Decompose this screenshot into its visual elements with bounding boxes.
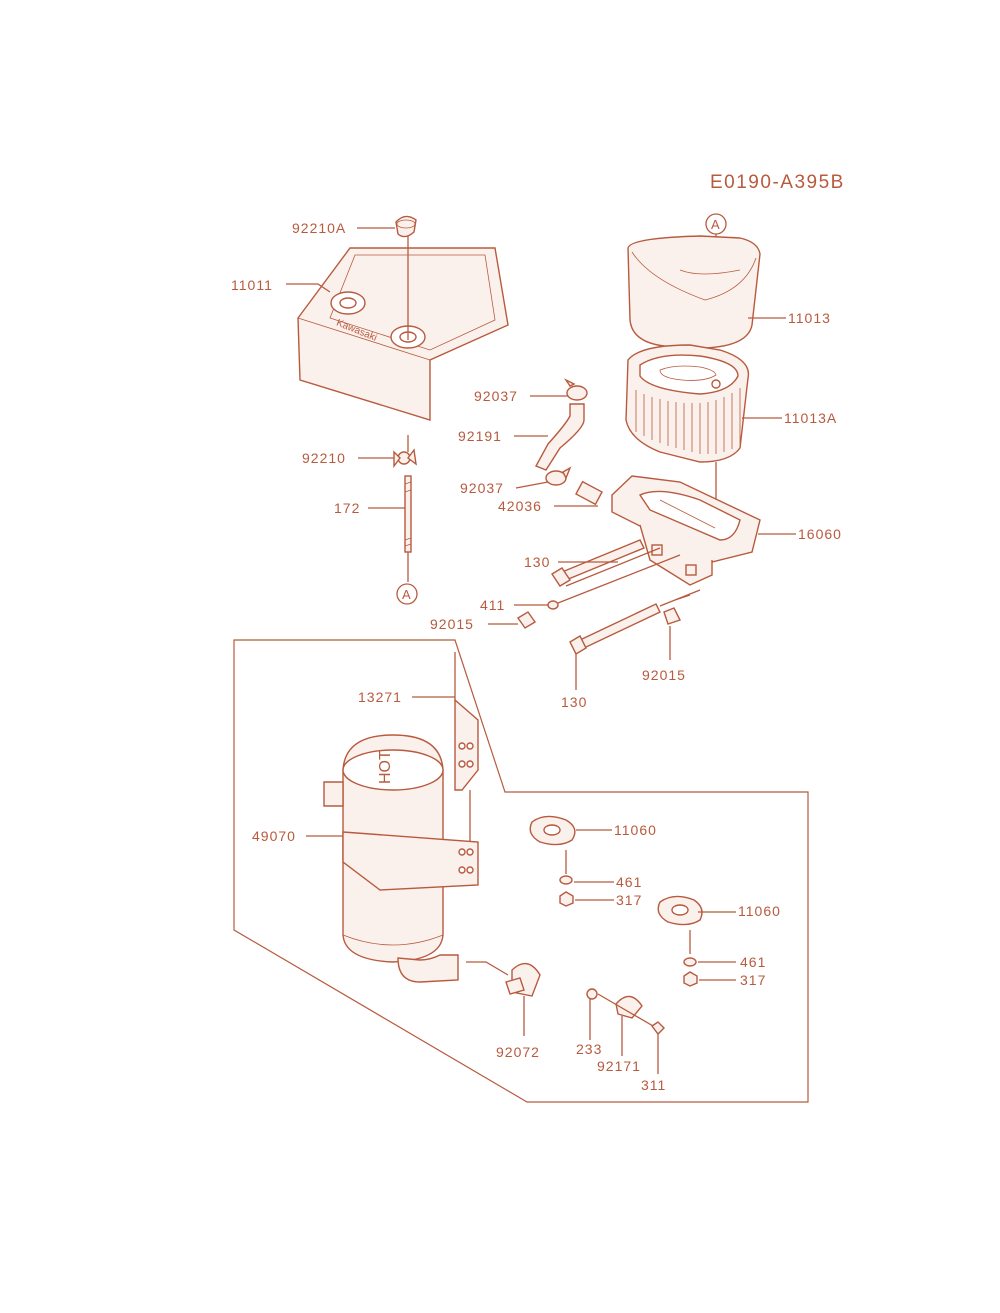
label-92037-top: 92037 <box>474 388 518 404</box>
ref-marker-left: A <box>396 583 418 605</box>
diagram-code: E0190-A395B <box>710 172 845 193</box>
label-11013A: 11013A <box>784 410 837 426</box>
label-317-upper: 317 <box>616 892 642 908</box>
gasket-upper[interactable] <box>529 815 576 846</box>
pipe-bracket[interactable] <box>597 993 661 1031</box>
washer-axis-line <box>557 554 681 604</box>
label-11060-upper: 11060 <box>614 822 657 838</box>
stud-bolt[interactable] <box>404 475 412 553</box>
label-92171: 92171 <box>597 1058 641 1074</box>
bracket-nut[interactable] <box>650 1021 665 1036</box>
lock-washer-lower[interactable] <box>683 957 697 967</box>
svg-text:A: A <box>402 587 411 602</box>
label-311: 311 <box>641 1077 666 1093</box>
muffler-hot-label: HOT <box>377 750 394 784</box>
air-filter-element[interactable] <box>625 344 750 463</box>
svg-text:A: A <box>711 217 720 232</box>
washer[interactable] <box>547 600 559 610</box>
nut-right[interactable] <box>663 607 681 625</box>
label-92210A: 92210A <box>292 220 346 236</box>
label-92015-right: 92015 <box>642 667 686 683</box>
bracket-bolt[interactable] <box>586 988 598 1000</box>
label-130-lower: 130 <box>561 694 587 710</box>
label-11060-lower: 11060 <box>738 903 781 919</box>
label-411: 411 <box>480 597 505 613</box>
label-130-upper: 130 <box>524 554 550 570</box>
label-16060: 16060 <box>798 526 842 542</box>
cover-knob[interactable] <box>395 215 417 238</box>
nut-lower[interactable] <box>683 971 698 987</box>
air-cleaner-base[interactable] <box>611 475 761 586</box>
hose-clamp-top[interactable] <box>563 378 588 401</box>
label-11011: 11011 <box>231 277 273 293</box>
label-49070: 49070 <box>252 828 296 844</box>
muffler-guard[interactable] <box>342 698 479 891</box>
label-92037-bottom: 92037 <box>460 480 504 496</box>
wing-nut[interactable] <box>393 448 417 469</box>
gasket-lower[interactable] <box>657 895 703 926</box>
label-317-lower: 317 <box>740 972 766 988</box>
label-461-upper: 461 <box>616 874 642 890</box>
part-labels: 92210A 11011 11013 11013A 92037 92191 92… <box>231 220 842 1093</box>
label-92210: 92210 <box>302 450 346 466</box>
muffler-group-outline <box>233 639 809 1103</box>
label-11013: 11013 <box>788 310 831 326</box>
label-92191: 92191 <box>458 428 502 444</box>
long-bolt-upper[interactable] <box>551 539 645 587</box>
label-461-lower: 461 <box>740 954 766 970</box>
lower-bolt-axis <box>659 589 701 607</box>
label-92015-left: 92015 <box>430 616 474 632</box>
lock-washer-upper[interactable] <box>559 875 573 885</box>
label-233: 233 <box>576 1041 602 1057</box>
leader-lines <box>286 227 796 1074</box>
label-92072: 92072 <box>496 1044 540 1060</box>
label-172: 172 <box>334 500 360 516</box>
label-13271: 13271 <box>358 689 402 705</box>
nut-left[interactable] <box>516 611 537 629</box>
air-cleaner-cover[interactable]: Kawasaki <box>297 247 509 421</box>
long-bolt-lower[interactable] <box>569 603 661 655</box>
label-42036: 42036 <box>498 498 542 514</box>
breather-hose[interactable] <box>535 403 585 471</box>
ref-marker-right: A <box>705 213 727 235</box>
nut-upper[interactable] <box>559 891 574 907</box>
breather-fitting[interactable] <box>575 480 603 506</box>
bolt-axis-line <box>565 547 661 587</box>
clamp-link-line <box>466 961 509 976</box>
exhaust-clamp[interactable] <box>505 962 541 997</box>
hose-clamp-bottom[interactable] <box>545 466 572 486</box>
pre-cleaner[interactable] <box>627 235 761 349</box>
